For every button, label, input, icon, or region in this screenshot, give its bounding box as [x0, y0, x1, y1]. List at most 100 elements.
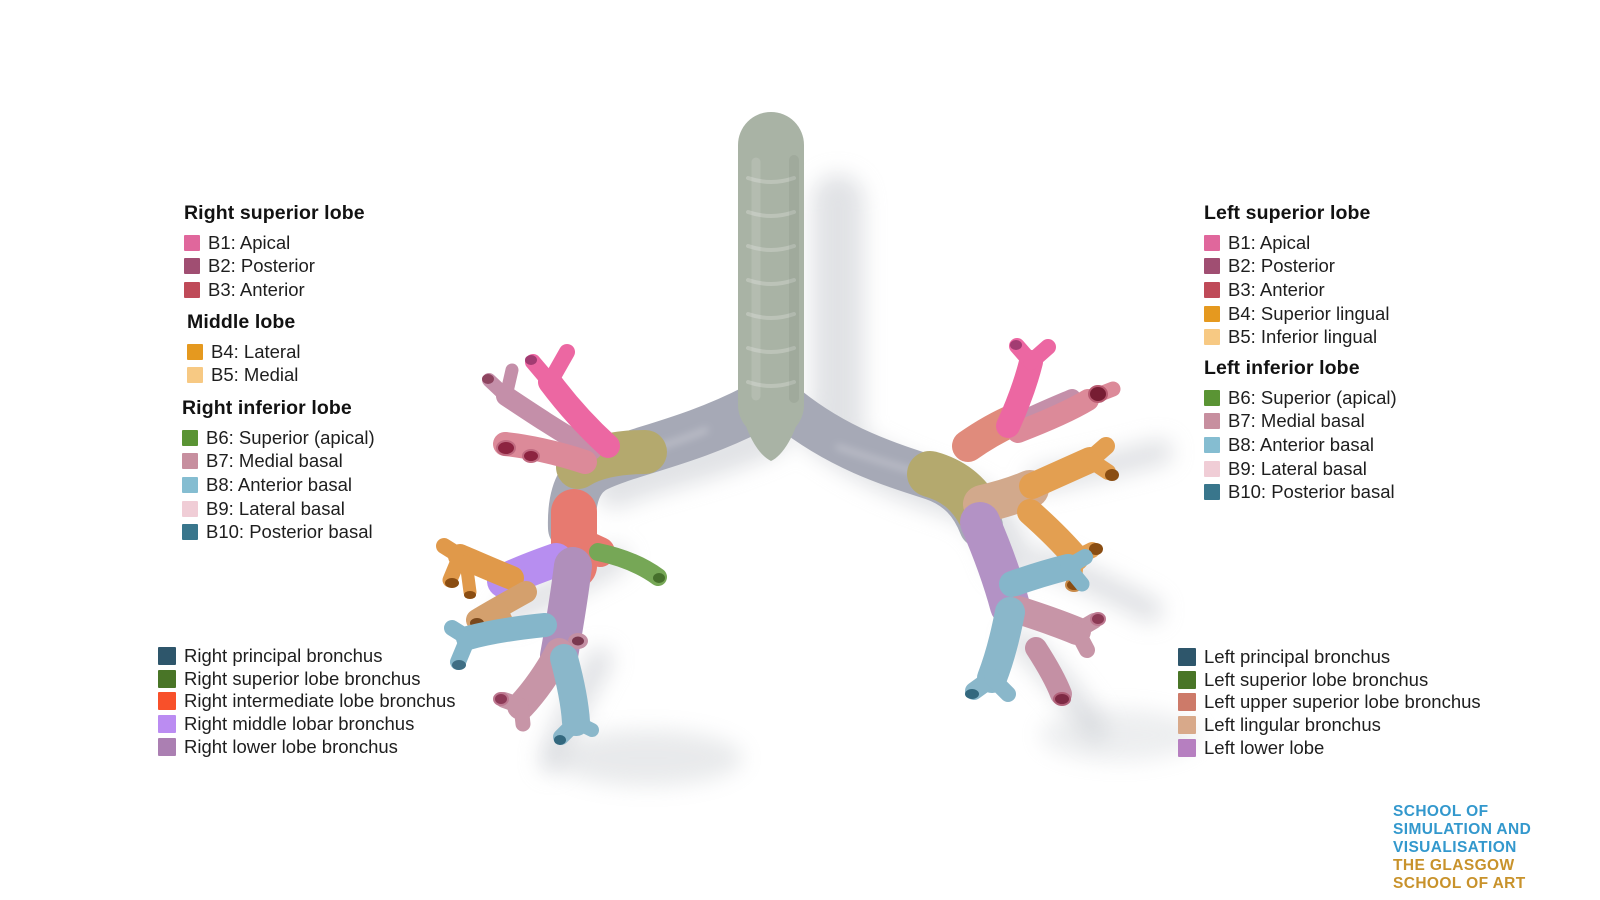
legend-label: Right superior lobe bronchus: [184, 667, 421, 689]
right-b3-anterior-branch: [493, 432, 597, 474]
legend-item-b2: B2: Posterior: [184, 255, 365, 279]
b8-swatch: [1204, 436, 1220, 453]
left-principal-swatch: [1178, 648, 1196, 667]
legend-left-bronchi: Left principal bronchus Left superior lo…: [1178, 646, 1481, 759]
b10-opening-left: [965, 689, 979, 699]
trachea-rings: [746, 176, 796, 388]
left-lingular-swatch: [1178, 716, 1196, 735]
legend-title: Left inferior lobe: [1204, 357, 1360, 379]
b3-opening-left: [1088, 385, 1108, 403]
legend-title: Left superior lobe: [1204, 202, 1371, 224]
legend-item-b3: B3: Anterior: [184, 278, 365, 302]
b9-swatch: [182, 500, 198, 517]
legend-label: B1: Apical: [1228, 231, 1311, 253]
legend-label: B2: Posterior: [1228, 255, 1335, 277]
legend-item-left-upper-superior: Left upper superior lobe bronchus: [1178, 691, 1481, 714]
b9-opening: [493, 692, 509, 706]
b6-opening: [653, 573, 665, 583]
legend-title: Right inferior lobe: [182, 397, 352, 419]
legend-label: B7: Medial basal: [1228, 410, 1365, 432]
b7-swatch: [182, 453, 198, 470]
legend-label: B9: Lateral basal: [206, 497, 345, 519]
legend-label: B9: Lateral basal: [1228, 457, 1367, 479]
legend-item-b7: B7: Medial basal: [1204, 410, 1397, 434]
legend-label: B4: Lateral: [211, 340, 301, 362]
b1-opening-left: [1010, 340, 1022, 350]
logo-line: THE GLASGOW: [1393, 857, 1515, 874]
legend-label: B1: Apical: [208, 231, 291, 253]
legend-title: Right superior lobe: [184, 202, 365, 224]
legend-label: Left lower lobe: [1204, 736, 1325, 758]
b4-opening: [464, 591, 476, 599]
b3-swatch: [1204, 281, 1220, 298]
b7-opening-left: [1053, 692, 1071, 706]
left-b4-superior-lingual-branch: [1019, 437, 1116, 499]
legend-item-b10: B10: Posterior basal: [1204, 480, 1397, 504]
b1-swatch: [1204, 234, 1220, 251]
b10-opening: [554, 735, 566, 745]
b8-opening: [452, 660, 466, 670]
legend-label: Right principal bronchus: [184, 645, 383, 667]
legend-label: Right intermediate lobe bronchus: [184, 690, 456, 712]
right-middle-swatch: [158, 715, 176, 734]
right-lower-swatch: [158, 737, 176, 756]
b9-swatch: [1204, 460, 1220, 477]
legend-middle-lobe: Middle lobe B4: Lateral B5: Medial: [187, 311, 300, 387]
b2-swatch: [184, 258, 200, 275]
school-logo: SCHOOL OF SIMULATION AND VISUALISATION T…: [1393, 803, 1531, 893]
legend-item-right-middle: Right middle lobar bronchus: [158, 713, 456, 736]
b4-swatch: [187, 343, 203, 360]
legend-right-inferior-lobe: Right inferior lobe B6: Superior (apical…: [182, 397, 375, 544]
right-superior-swatch: [158, 669, 176, 688]
b4-opening: [445, 578, 459, 588]
legend-label: B10: Posterior basal: [1228, 481, 1395, 503]
legend-item-left-lingular: Left lingular bronchus: [1178, 714, 1481, 737]
right-b6-superior-branch: [589, 543, 667, 586]
b6-swatch: [1204, 389, 1220, 406]
legend-item-right-lower: Right lower lobe bronchus: [158, 735, 456, 758]
legend-label: B5: Inferior lingual: [1228, 326, 1378, 348]
legend-label: B8: Anterior basal: [1228, 433, 1375, 455]
legend-item-right-intermediate: Right intermediate lobe bronchus: [158, 690, 456, 713]
b5-swatch: [187, 367, 203, 384]
right-principal-swatch: [158, 647, 176, 666]
right-b10-posterior-basal-branch: [550, 644, 599, 745]
legend-item-b8: B8: Anterior basal: [1204, 433, 1397, 457]
b3-opening: [522, 449, 540, 463]
legend-item-b6: B6: Superior (apical): [182, 426, 375, 450]
right-b1-apical-branch: [525, 344, 620, 458]
legend-item-b9: B9: Lateral basal: [1204, 457, 1397, 481]
legend-label: Right middle lobar bronchus: [184, 713, 415, 735]
legend-item-b1: B1: Apical: [184, 231, 365, 255]
legend-right-superior-lobe: Right superior lobe B1: Apical B2: Poste…: [184, 202, 365, 302]
right-b8-anterior-basal-branch: [444, 613, 557, 670]
legend-label: B5: Medial: [211, 364, 299, 386]
b7-opening: [572, 636, 584, 646]
legend-item-right-superior: Right superior lobe bronchus: [158, 668, 456, 691]
right-b9-lateral-basal-branch: [496, 638, 573, 732]
legend-label: Left lingular bronchus: [1204, 714, 1381, 736]
b5-opening-left: [1089, 543, 1103, 555]
trachea: [738, 112, 804, 461]
legend-label: Left upper superior lobe bronchus: [1204, 691, 1481, 713]
left-b7-medial-basal-branch: [1025, 637, 1072, 705]
legend-item-b6: B6: Superior (apical): [1204, 386, 1397, 410]
b7-swatch: [1204, 413, 1220, 430]
logo-line: SCHOOL OF ART: [1393, 875, 1526, 892]
b4-swatch: [1204, 305, 1220, 322]
legend-item-left-lower: Left lower lobe: [1178, 736, 1481, 759]
legend-label: B4: Superior lingual: [1228, 302, 1390, 324]
logo-line: SCHOOL OF: [1393, 803, 1489, 820]
b4-opening-left: [1105, 469, 1119, 481]
legend-label: Left superior lobe bronchus: [1204, 668, 1429, 690]
legend-label: B6: Superior (apical): [1228, 386, 1397, 408]
legend-label: B8: Anterior basal: [206, 473, 353, 495]
b2-opening: [482, 374, 494, 384]
legend-item-b5: B5: Medial: [187, 364, 300, 388]
legend-item-b3: B3: Anterior: [1204, 278, 1389, 302]
floor-shadow-left: [1040, 709, 1200, 761]
legend-right-bronchi: Right principal bronchus Right superior …: [158, 645, 456, 758]
b1-swatch: [184, 234, 200, 251]
b6-swatch: [182, 429, 198, 446]
